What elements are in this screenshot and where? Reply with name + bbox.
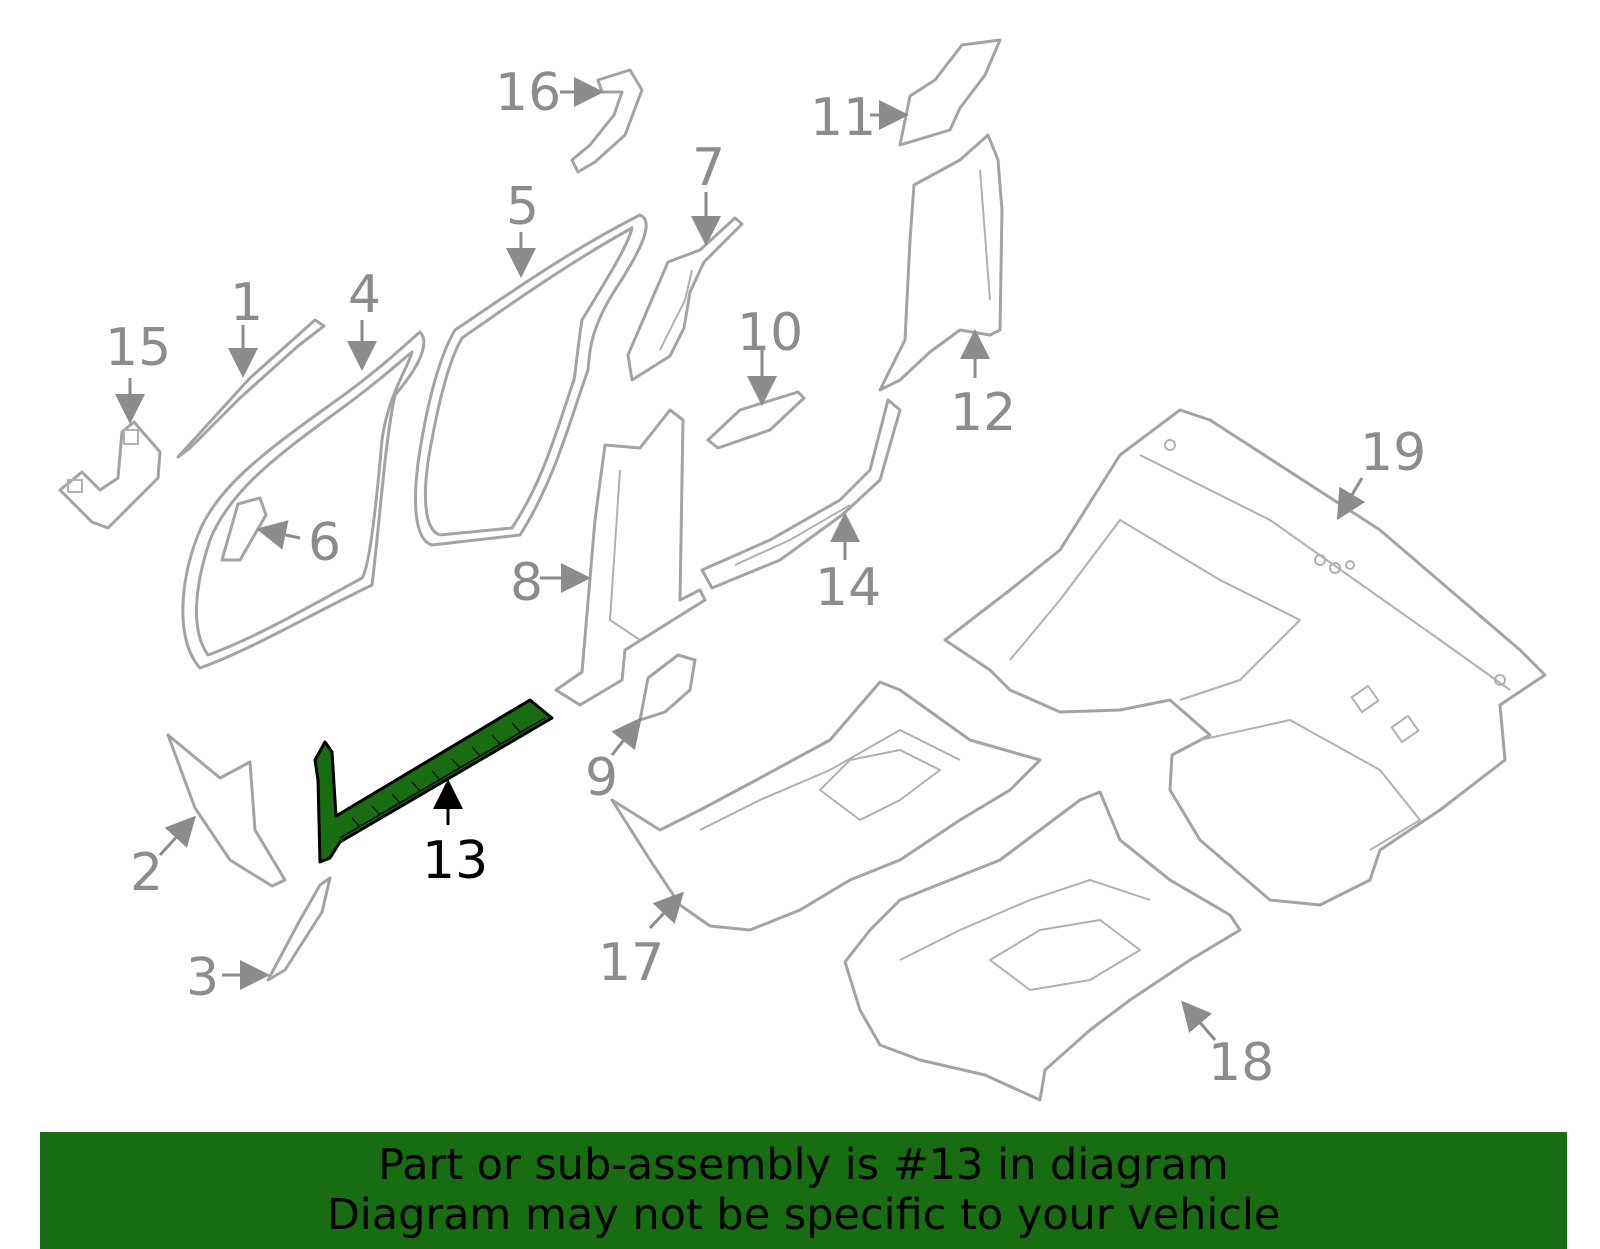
leader-17 (648, 891, 685, 930)
callout-6: 6 (308, 513, 341, 573)
part-17-front-carpet (610, 680, 1042, 932)
leader-6 (256, 520, 301, 550)
banner-line-1: Part or sub-assembly is #13 in diagram (378, 1140, 1229, 1190)
callout-5: 5 (506, 177, 539, 237)
callout-8: 8 (510, 553, 543, 613)
callout-13: 13 (422, 831, 488, 891)
callout-2: 2 (130, 843, 163, 903)
leader-2 (158, 815, 197, 857)
part-12-rear-pillar (878, 133, 1004, 392)
part-4-weatherstrip (181, 330, 426, 670)
part-3-trim (266, 876, 332, 982)
callout-16: 16 (495, 63, 561, 123)
part-1-pillar-garnish (176, 318, 326, 459)
part-7-pillar-upper (626, 216, 744, 382)
part-15-bracket (58, 420, 162, 530)
callout-7: 7 (692, 138, 725, 198)
part-10-pad (706, 390, 806, 450)
leader-18 (1181, 1000, 1217, 1041)
part-6-clip (220, 496, 268, 562)
banner-line-2: Diagram may not be specific to your vehi… (326, 1190, 1281, 1240)
part-19-floor-carpet (943, 408, 1547, 907)
callout-12: 12 (950, 383, 1016, 443)
info-banner: Part or sub-assembly is #13 in diagram D… (40, 1132, 1567, 1249)
callout-10: 10 (737, 303, 803, 363)
callout-14: 14 (815, 558, 881, 618)
leader-19 (1336, 477, 1366, 521)
part-5-weatherstrip (414, 213, 648, 547)
part-8-center-pillar (554, 408, 707, 707)
callout-11: 11 (810, 88, 876, 148)
part-11-rear-pillar-upper (898, 38, 1002, 147)
callout-4: 4 (348, 265, 381, 325)
part-2-kick-panel (166, 733, 287, 888)
part-9-cover (638, 653, 697, 722)
part-18-rear-carpet (843, 790, 1242, 1102)
callout-3: 3 (186, 948, 219, 1008)
callout-1: 1 (230, 273, 263, 333)
callout-17: 17 (598, 933, 664, 993)
callout-9: 9 (585, 748, 618, 808)
part-16-assist-grip (570, 68, 644, 174)
leader-9 (610, 717, 642, 756)
callout-18: 18 (1208, 1033, 1274, 1093)
callout-15: 15 (105, 318, 171, 378)
callout-19: 19 (1360, 423, 1426, 483)
